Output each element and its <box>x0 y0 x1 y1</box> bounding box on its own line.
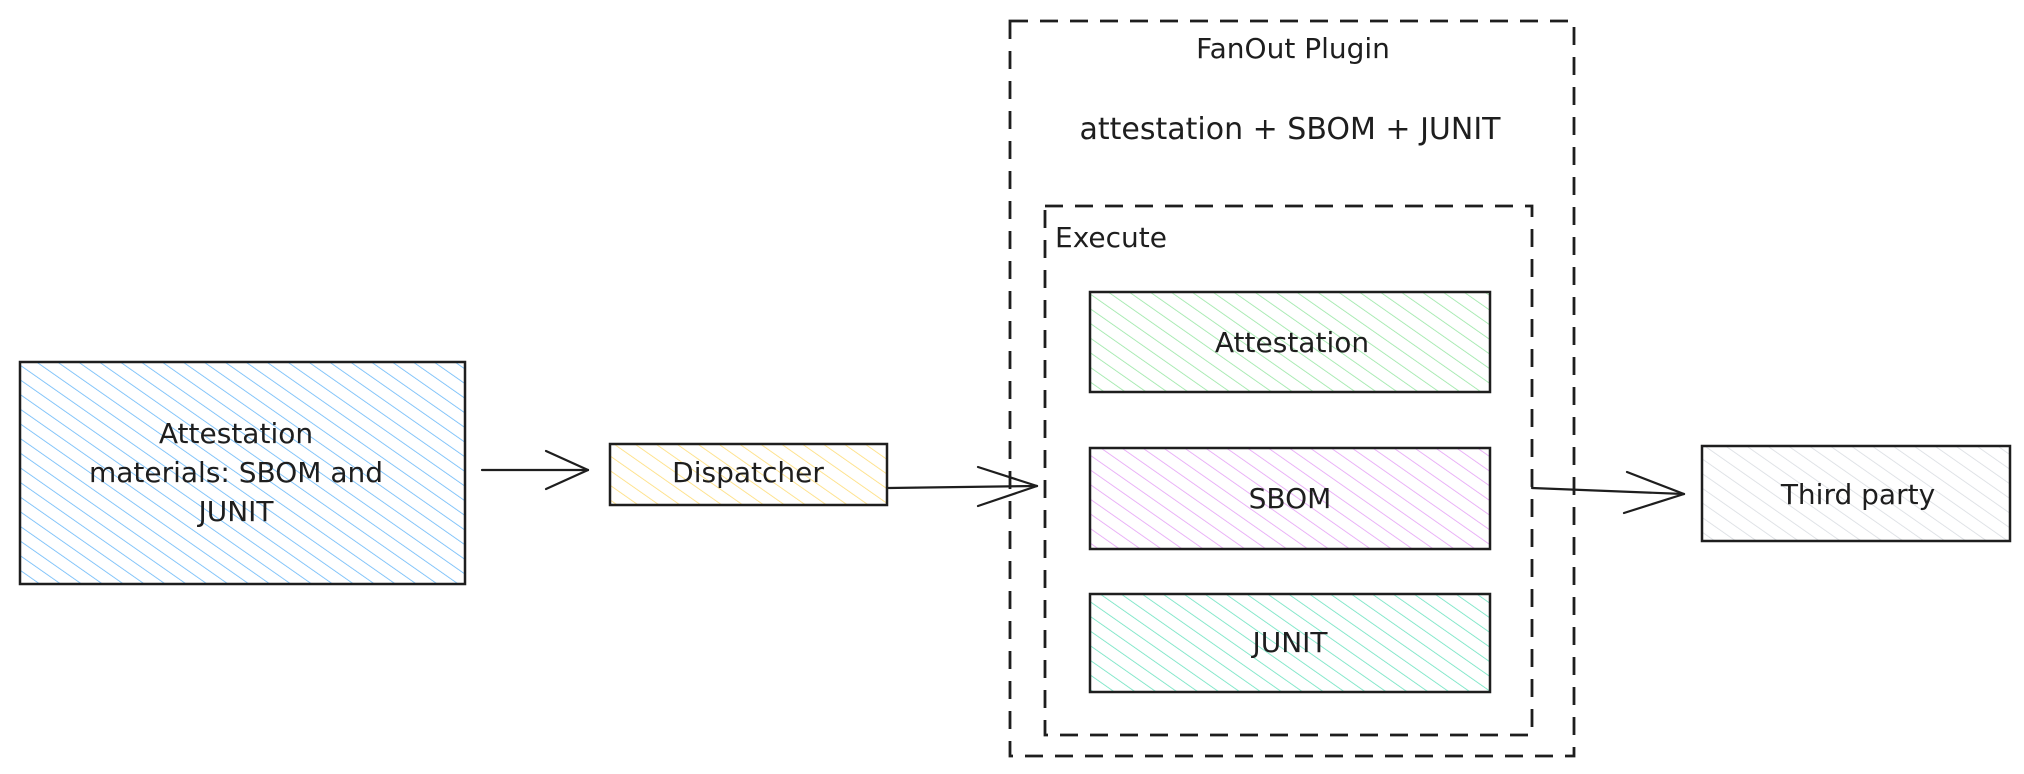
execute-title: Execute <box>1055 221 1167 254</box>
dispatcher-label: Dispatcher <box>672 456 824 489</box>
sbom-label: SBOM <box>1249 482 1332 515</box>
materials-label-line1: Attestation <box>159 417 313 450</box>
dispatcher-node: Dispatcher <box>608 442 889 507</box>
junit-box <box>1088 592 1492 694</box>
attestation-box <box>1088 290 1492 394</box>
junit-label: JUNIT <box>1250 626 1328 659</box>
materials-box <box>18 360 467 586</box>
arrow-materials-to-dispatcher <box>480 449 590 491</box>
fanout-plugin-border <box>1008 19 1576 758</box>
fanout-plugin-subtitle: attestation + SBOM + JUNIT <box>1079 112 1501 147</box>
third-party-box <box>1700 444 2012 543</box>
materials-label-line3: JUNIT <box>196 495 274 528</box>
fanout-plugin-container: FanOut Plugin attestation + SBOM + JUNIT <box>1008 19 1576 758</box>
attestation-label: Attestation <box>1215 326 1369 359</box>
materials-label-line2: materials: SBOM and <box>89 456 383 489</box>
arrow-dispatcher-to-execute <box>885 465 1039 508</box>
third-party-label: Third party <box>1780 478 1935 511</box>
third-party-node: Third party <box>1700 444 2012 543</box>
attestation-step: Attestation <box>1088 290 1492 394</box>
sbom-box <box>1088 446 1492 551</box>
junit-step: JUNIT <box>1088 592 1492 694</box>
execute-container: Execute <box>1043 204 1534 737</box>
arrow-execute-to-third-party <box>1530 470 1686 515</box>
sbom-step: SBOM <box>1088 446 1492 551</box>
execute-border <box>1043 204 1534 737</box>
fanout-plugin-title: FanOut Plugin <box>1196 32 1390 65</box>
materials-node: Attestation materials: SBOM and JUNIT <box>18 360 467 586</box>
dispatcher-box <box>608 442 889 507</box>
